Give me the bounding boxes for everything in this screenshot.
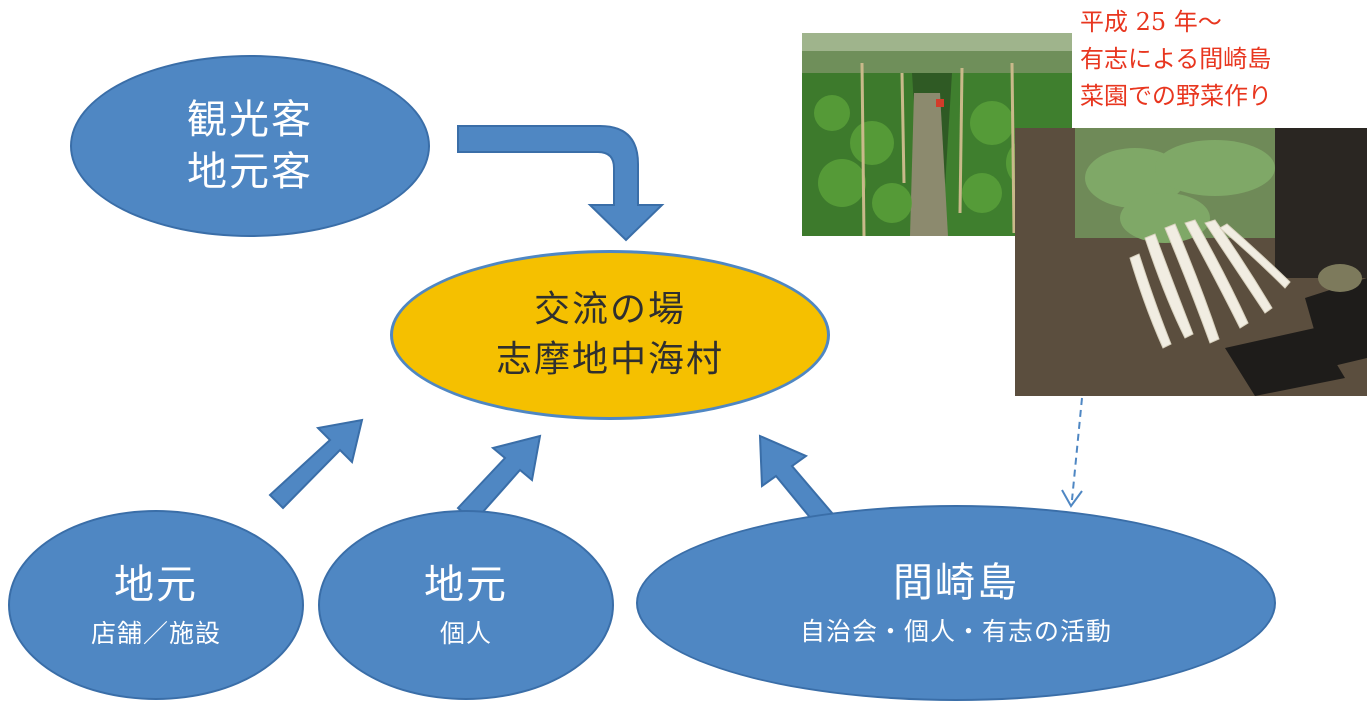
activity-note: 平成 25 年〜 有志による間崎島 菜園での野菜作り (1080, 4, 1350, 115)
arrow-visitors-to-center (457, 125, 665, 242)
node-mazakijima-title: 間崎島 (893, 560, 1019, 606)
node-local-shops: 地元 店舗／施設 (8, 510, 304, 700)
dashed-arrow-head (1061, 489, 1083, 508)
arrow-mazakijima-to-center (758, 434, 840, 534)
daikon-photo-image (1015, 128, 1367, 396)
node-center-line2: 志摩地中海村 (495, 339, 724, 380)
node-center-line1: 交流の場 (533, 289, 686, 330)
node-visitors-line1: 観光客 (187, 97, 313, 143)
activity-note-line: 平成 25 年〜 (1080, 8, 1222, 36)
node-local-individuals-subtitle: 個人 (439, 619, 492, 648)
activity-note-line: 菜園での野菜作り (1080, 82, 1272, 110)
activity-note-line: 有志による間崎島 (1080, 45, 1272, 73)
photo-harvested-daikon (1015, 128, 1367, 396)
node-local-shops-subtitle: 店舗／施設 (90, 619, 221, 648)
node-local-individuals-title: 地元 (424, 562, 508, 608)
node-mazakijima: 間崎島 自治会・個人・有志の活動 (636, 505, 1276, 701)
dashed-arrow-photo-to-mazakijima (1071, 397, 1083, 501)
node-local-shops-title: 地元 (114, 562, 198, 608)
node-center: 交流の場 志摩地中海村 (390, 250, 830, 420)
node-visitors: 観光客 地元客 (70, 55, 430, 237)
node-local-individuals: 地元 個人 (318, 510, 614, 700)
node-visitors-line2: 地元客 (187, 149, 313, 195)
node-mazakijima-subtitle: 自治会・個人・有志の活動 (799, 617, 1112, 646)
arrow-local-shops-to-center (268, 418, 364, 510)
